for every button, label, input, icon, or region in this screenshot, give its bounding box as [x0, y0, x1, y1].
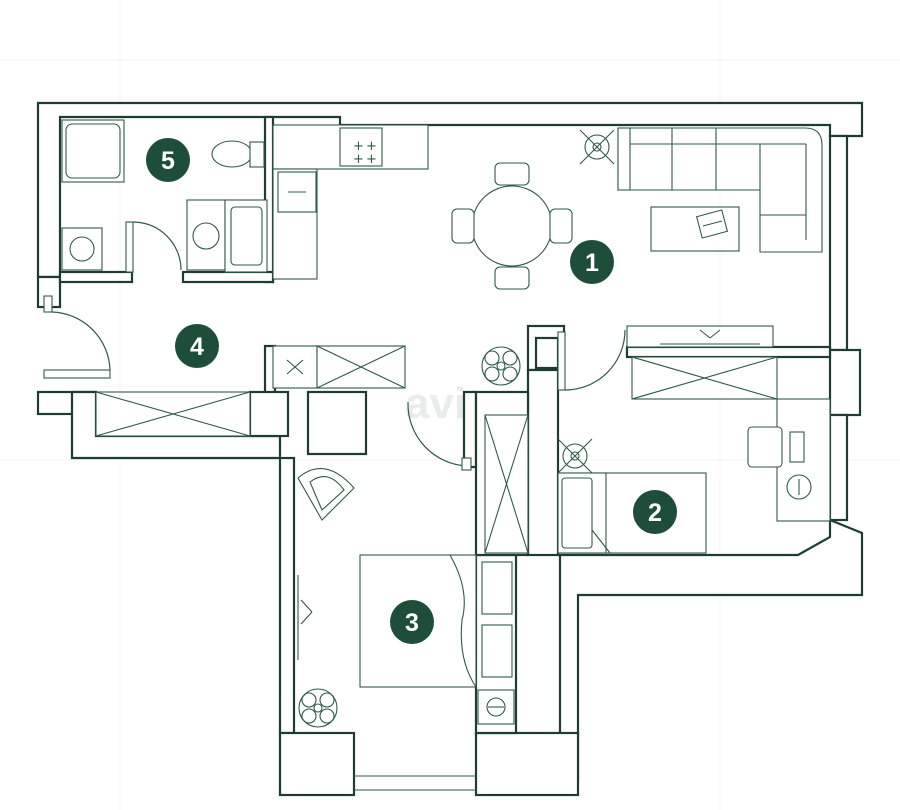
- plant-bedroom: [298, 688, 338, 728]
- floor-lamp-1: [579, 129, 615, 165]
- room3-wardrobe: [484, 414, 529, 554]
- room-badge-2: 2: [633, 490, 677, 534]
- coffee-table: [650, 206, 740, 252]
- corner-sofa: [617, 127, 823, 253]
- dining-table: [451, 162, 573, 290]
- room2-door: [557, 329, 626, 391]
- svg-text:+: +: [353, 139, 364, 154]
- hallway-wardrobe: [95, 391, 251, 437]
- room2-bed: [557, 472, 707, 554]
- room-number-3: 3: [405, 609, 419, 637]
- washing-machine: [61, 227, 103, 271]
- outer-walls: [36, 101, 864, 797]
- room-number-2: 2: [648, 499, 662, 527]
- bathroom-door: [125, 221, 182, 273]
- stove: [339, 127, 383, 167]
- bathroom-fixtures: [61, 119, 268, 273]
- tv-unit-living: [626, 325, 774, 348]
- entrance-door: [43, 295, 111, 379]
- plant-hallway: [481, 346, 521, 386]
- svg-text:+: +: [366, 139, 377, 154]
- room2-desk: [747, 398, 831, 522]
- room3-door: [407, 401, 472, 471]
- floor-lamp-2: [557, 438, 593, 474]
- room-badge-5: 5: [146, 138, 190, 182]
- room3-nightstand: [477, 689, 515, 725]
- room-badge-1: 1: [570, 240, 614, 284]
- svg-text:+: +: [353, 152, 364, 167]
- kitchen-units: + + + +: [272, 124, 429, 280]
- room-badge-4: 4: [175, 324, 219, 368]
- room3-window-unit: [297, 575, 313, 660]
- room-number-1: 1: [585, 249, 599, 277]
- room-number-4: 4: [190, 333, 204, 361]
- room2-wardrobe: [631, 356, 778, 400]
- hallway-shelf: [272, 345, 406, 389]
- armchair: [297, 468, 355, 521]
- room-number-5: 5: [161, 147, 175, 175]
- toilet: [211, 140, 253, 168]
- svg-text:+: +: [366, 152, 377, 167]
- room-badge-3: 3: [390, 600, 434, 644]
